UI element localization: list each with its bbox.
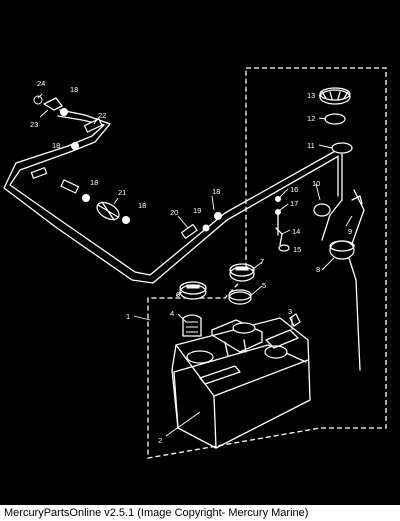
callout-18e: 18 [212, 187, 220, 196]
fuel-line-hose [3, 109, 338, 284]
callout-2: 2 [158, 436, 162, 445]
callout-14: 14 [292, 227, 300, 236]
callout-22: 22 [98, 111, 106, 120]
callout-8: 8 [316, 265, 320, 274]
callout-18a: 18 [70, 85, 78, 94]
callout-20: 20 [170, 208, 178, 217]
primer-bulb [82, 194, 130, 224]
callout-6: 6 [176, 290, 180, 299]
callout-10: 10 [312, 179, 320, 188]
callout-1: 1 [126, 312, 130, 321]
fuel-gauge-parts [313, 87, 365, 371]
callout-23: 23 [30, 120, 38, 129]
callout-19: 19 [193, 206, 201, 215]
callout-7: 7 [260, 257, 264, 266]
callout-18d: 18 [138, 201, 146, 210]
callout-3: 3 [288, 307, 292, 316]
callout-18b: 18 [52, 141, 60, 150]
callout-13: 13 [307, 91, 315, 100]
callout-5: 5 [262, 281, 266, 290]
leader-lines [37, 93, 353, 437]
callout-4: 4 [170, 309, 174, 318]
copyright-caption: MercuryPartsOnline v2.5.1 (Image Copyrig… [0, 505, 400, 521]
connector-fitting [33, 95, 63, 111]
assembly-boundary [147, 67, 387, 459]
fuel-tank [171, 313, 311, 449]
hose-clamps [60, 108, 222, 232]
callout-24: 24 [37, 79, 45, 88]
callout-11: 11 [307, 141, 315, 150]
callout-9: 9 [348, 227, 352, 236]
callout-16: 16 [290, 185, 298, 194]
callout-12: 12 [307, 114, 315, 123]
tank-caps [179, 263, 255, 337]
callout-18c: 18 [90, 178, 98, 187]
callout-17: 17 [290, 199, 298, 208]
callout-labels: 1 2 3 4 5 6 7 8 9 10 11 12 13 14 15 16 1… [30, 79, 352, 445]
callout-21: 21 [118, 188, 126, 197]
callout-15: 15 [293, 245, 301, 254]
fuel-tank-exploded-view: 1 2 3 4 5 6 7 8 9 10 11 12 13 14 15 16 1… [3, 67, 387, 459]
